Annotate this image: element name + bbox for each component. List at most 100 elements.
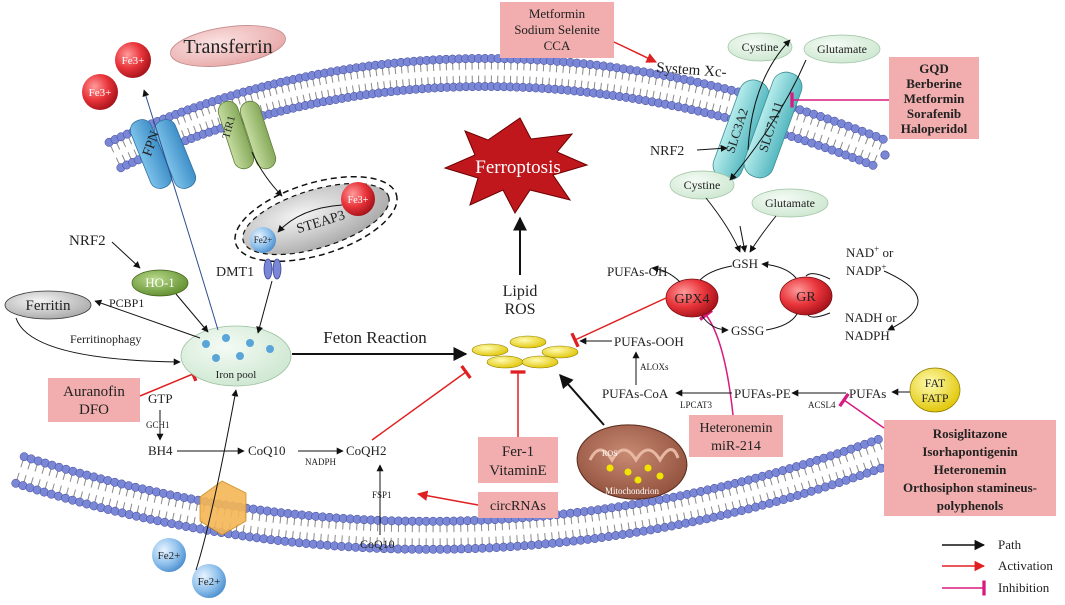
fsp1-label: FSP1 [372,490,392,500]
fe2-ion: Fe2+ [250,227,276,253]
gpx4-to-gssg-arrow [701,315,729,334]
svg-text:FAT: FAT [925,376,946,390]
nadph-label: NADPH [305,457,337,467]
nadph-right-label: NADPH [845,328,890,343]
svg-text:Sodium Selenite: Sodium Selenite [514,22,600,37]
fe2-label: Fe2+ [254,235,273,245]
ferroptosis-label: Ferroptosis [475,157,561,178]
svg-text:circRNAs: circRNAs [490,499,546,514]
pufas-coa-label: PUFAs-CoA [602,386,669,401]
ferritin-label: Ferritin [26,298,71,314]
legend-path-label: Path [998,537,1022,552]
legend-activation-label: Activation [998,558,1053,573]
coq10-bottom-label: CoQ10 [360,537,395,551]
gpx4-to-pufas-oh-arrow [651,265,681,283]
iron-pool-label: Iron pool [216,369,257,381]
gssg-label: GSSG [731,323,764,338]
glutamate-label: Glutamate [765,196,815,210]
lipid-head [873,434,883,444]
nadh-label: NADH or [845,310,897,325]
gch1-label: GCH1 [146,420,170,430]
nad-label: NAD+ or [846,244,894,260]
legend-inhibition-label: Inhibition [998,580,1050,595]
ferritinophagy-arrow [15,317,181,366]
lipid-ros-droplets [471,335,579,369]
gr-node: GR [779,276,833,316]
drug-box-fer1: Fer-1 VitaminE [478,437,558,483]
fe3-label: Fe3+ [348,195,369,206]
fe3-label: Fe3+ [122,55,145,67]
gpx4-label: GPX4 [674,292,709,307]
fe2-ion: Fe2+ [152,538,186,572]
ho1-label: HO-1 [145,275,175,290]
drug-box-circrnas: circRNAs [478,492,558,518]
nrf2-left-label: NRF2 [69,233,106,249]
fe2-ion: Fe2+ [192,564,226,598]
ferritin-node: Ferritin [4,290,92,320]
ros-label: ROS [504,301,535,318]
svg-text:Heteronemin: Heteronemin [699,421,772,436]
gr-to-gsh-arrow [761,261,797,279]
drug-box-gqd: GQD Berberine Metformin Sorafenib Halope… [889,57,979,139]
bh4-label: BH4 [148,443,173,458]
glutamate-node: Glutamate [803,34,881,64]
svg-text:polyphenols: polyphenols [937,498,1003,513]
iron-export-arrow [142,89,219,331]
pufas-label: PUFAs [849,386,886,401]
pcbp1-label: PCBP1 [109,296,144,310]
tfr1-label: TfR1 [220,114,238,140]
cystine-to-gsh-arrow [739,225,748,253]
cystine-reduce-arrow [705,197,741,253]
fe2-label: Fe2+ [198,576,221,588]
svg-text:FATP: FATP [921,391,948,405]
svg-text:Sorafenib: Sorafenib [907,106,961,121]
inhibition-arrow [699,309,734,416]
inhibition-arrow [139,366,198,397]
pufas-oh-label: PUFAs-OH [607,264,667,279]
svg-text:VitaminE: VitaminE [489,463,546,479]
system-xc-label: System Xc- [656,60,727,81]
gsh-label: GSH [732,256,758,271]
mitochondrion-label: Mitochondrion [605,486,659,496]
iron-pool: Iron pool [180,325,292,387]
fe3-reduction-arrow [277,204,343,233]
cystine-import-arrow [747,39,791,151]
fat-fatp-node: FAT FATP [909,367,961,413]
gsh-to-gpx4-curve [699,265,733,281]
inhibition-arrow [838,392,885,429]
nadp-label: NADP+ [846,262,886,278]
mito-ros-label: ROS [602,449,618,458]
glutamate-to-gsh-arrow [749,215,777,253]
lipid-head [880,150,890,160]
transferrin-label: Transferrin [183,36,272,58]
ferritinophagy-label: Ferritinophagy [70,332,141,346]
gr-cofactor-curve [805,273,831,280]
lipid-label: Lipid [503,283,538,300]
ho1-node: HO-1 [131,269,189,297]
inhibition-arrow [371,364,472,441]
gpx4-node: GPX4 [665,278,719,318]
cystine-label: Cystine [684,178,721,192]
mitochondrion: ROS Mitochondrion [576,424,688,500]
svg-text:CCA: CCA [544,38,571,53]
gr-cofactor-curve-b [807,312,831,318]
ferroptosis-star: Ferroptosis [443,117,589,214]
cystine-node: Cystine [727,32,793,62]
transferrin: Transferrin [170,25,286,67]
svg-text:Isorhapontigenin: Isorhapontigenin [922,444,1018,459]
gr-label: GR [796,290,816,305]
fe3-ion: Fe3+ [82,74,118,110]
drug-box-auranofin: Auranofin DFO [48,378,140,422]
drug-box-heteronemin: Heteronemin miR-214 [689,415,783,457]
tfr1-endocytosis-arrow [251,151,283,197]
cystine-node: Cystine [669,170,735,200]
tfr1-receptor: TfR1 [217,100,277,170]
activation-arrow [613,41,657,63]
svg-text:GQD: GQD [919,61,949,76]
fe2-label: Fe2+ [158,550,181,562]
fe3-label: Fe3+ [89,87,112,99]
inhibition-arrow [570,297,667,348]
dmt1-to-pool-arrow [256,280,273,334]
svg-text:DFO: DFO [79,402,109,418]
